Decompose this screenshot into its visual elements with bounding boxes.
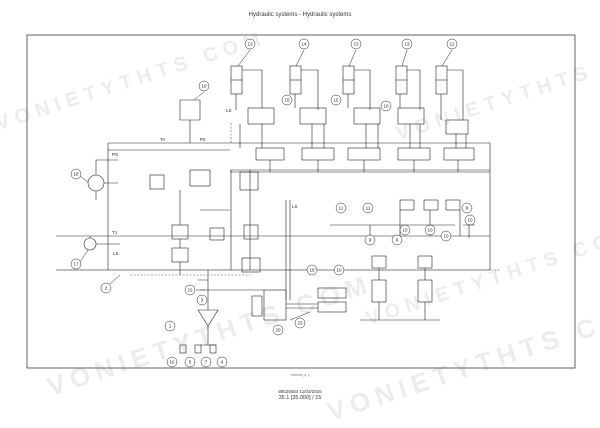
svg-text:10: 10 xyxy=(443,234,449,239)
callout-10d: 10 xyxy=(440,230,452,242)
svg-text:17: 17 xyxy=(73,262,79,267)
manifold-block xyxy=(263,289,287,321)
svg-text:10: 10 xyxy=(336,268,342,273)
callout-12: 12 xyxy=(441,38,458,67)
svg-text:9: 9 xyxy=(396,238,399,243)
label-ps: PS xyxy=(112,152,118,157)
svg-text:19: 19 xyxy=(309,268,315,273)
svg-text:13: 13 xyxy=(247,42,253,47)
callout-10e: 10 xyxy=(333,264,345,276)
callout-10c: 10 xyxy=(424,224,436,236)
callout-5: 5 xyxy=(184,356,196,368)
callout-3: 3 xyxy=(196,294,208,306)
callout-2: 2 xyxy=(100,274,121,294)
callout-15b: 15 xyxy=(330,94,342,106)
callout-20: 20 xyxy=(272,324,284,336)
label-t1: T1 xyxy=(112,230,118,235)
callout-16: 16 xyxy=(380,100,392,112)
svg-text:11: 11 xyxy=(366,206,371,211)
pump-2-symbol xyxy=(83,237,97,251)
svg-text:19: 19 xyxy=(201,84,207,89)
callout-17: 17 xyxy=(70,249,89,270)
callout-9: 9 xyxy=(364,234,376,246)
svg-text:13: 13 xyxy=(404,42,410,47)
svg-text:5: 5 xyxy=(189,360,192,365)
callout-13: 13 xyxy=(237,38,256,67)
label-p2: P2 xyxy=(200,137,206,142)
svg-text:14: 14 xyxy=(301,42,307,47)
svg-text:12: 12 xyxy=(449,42,455,47)
svg-text:11: 11 xyxy=(339,206,344,211)
label-ls: LS xyxy=(113,251,119,256)
callout-11b: 11 xyxy=(362,202,374,214)
svg-text:9: 9 xyxy=(369,238,372,243)
svg-text:15: 15 xyxy=(333,98,339,103)
callout-7: 7 xyxy=(200,356,212,368)
callout-10: 10 xyxy=(464,214,476,226)
footer-page-ref: 35.1 [35.000] / 15 xyxy=(278,395,322,401)
svg-text:10: 10 xyxy=(467,218,473,223)
cylinder-group xyxy=(230,65,448,95)
svg-text:4: 4 xyxy=(221,360,224,365)
page-header-title: Hydraulic systems - Hydraulic systems xyxy=(248,12,352,18)
svg-text:18: 18 xyxy=(73,172,79,177)
callout-13b: 13 xyxy=(348,38,362,67)
callout-19: 19 xyxy=(193,80,210,101)
svg-text:16: 16 xyxy=(169,360,175,365)
svg-text:22: 22 xyxy=(187,288,193,293)
callout-14: 14 xyxy=(295,38,310,67)
pump-symbol xyxy=(87,174,105,192)
svg-text:10: 10 xyxy=(427,228,433,233)
callout-4: 4 xyxy=(216,356,228,368)
footer-doc-number: 88025554 11/03/2016 xyxy=(278,389,322,394)
label-ls-top: LS xyxy=(226,108,232,113)
callout-11: 11 xyxy=(335,202,347,214)
svg-text:20: 20 xyxy=(275,328,281,333)
svg-text:1: 1 xyxy=(169,324,172,329)
svg-text:8: 8 xyxy=(466,206,469,211)
label-ls-mid: LS xyxy=(292,204,298,209)
callout-1: 1 xyxy=(164,320,176,332)
callout-16b: 16 xyxy=(166,356,178,368)
valve-block-row xyxy=(247,107,475,161)
svg-text:23: 23 xyxy=(297,321,303,326)
callout-22: 22 xyxy=(184,284,205,296)
svg-text:2: 2 xyxy=(105,286,108,291)
callout-8: 8 xyxy=(461,202,473,214)
svg-text:7: 7 xyxy=(205,360,208,365)
drawing-code: XXXXXX_S_1 xyxy=(290,373,310,377)
drawing-frame xyxy=(26,34,576,369)
callout-23: 23 xyxy=(289,311,311,329)
callout-9b: 9 xyxy=(391,234,403,246)
callout-15: 15 xyxy=(281,94,293,106)
svg-text:3: 3 xyxy=(201,298,204,303)
svg-text:13: 13 xyxy=(353,42,359,47)
callout-18: 18 xyxy=(70,168,89,183)
callout-13c: 13 xyxy=(401,38,413,67)
filter-symbol xyxy=(197,309,219,327)
label-ta: TA xyxy=(160,137,165,142)
svg-text:16: 16 xyxy=(383,104,389,109)
tank-symbol xyxy=(179,99,201,121)
svg-text:15: 15 xyxy=(284,98,290,103)
svg-text:10: 10 xyxy=(402,228,408,233)
callout-19b: 19 xyxy=(306,264,318,276)
callout-10b: 10 xyxy=(399,224,411,236)
